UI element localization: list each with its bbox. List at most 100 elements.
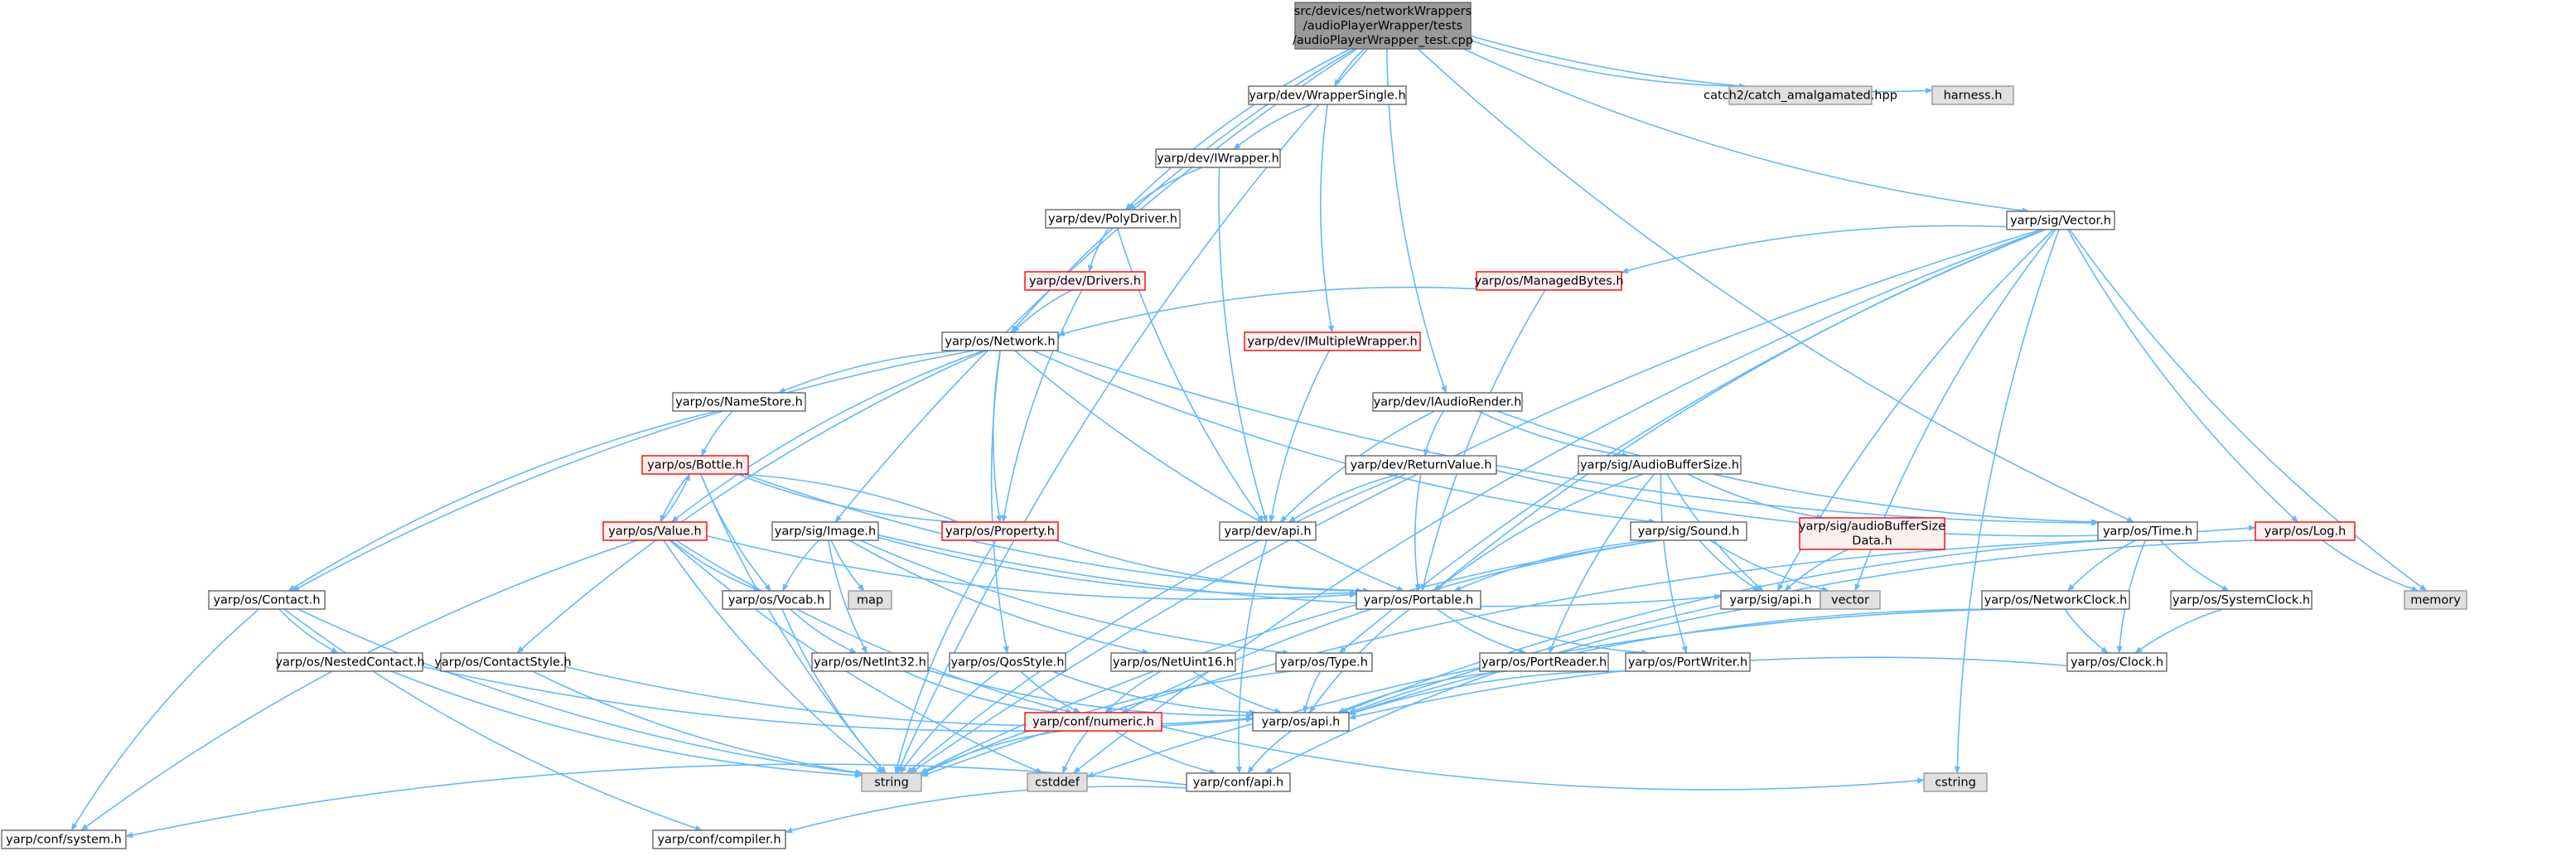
node-string[interactable]: string xyxy=(861,772,922,792)
node-Bottle[interactable]: yarp/os/Bottle.h xyxy=(641,455,749,475)
edge-root-to-SigVector xyxy=(1463,48,2030,214)
node-Time[interactable]: yarp/os/Time.h xyxy=(2097,521,2198,541)
node-IMultipleWrapper[interactable]: yarp/dev/IMultipleWrapper.h xyxy=(1244,331,1421,351)
node-Sound[interactable]: yarp/sig/Sound.h xyxy=(1630,521,1747,541)
node-ConfCompiler[interactable]: yarp/conf/compiler.h xyxy=(652,829,786,849)
node-NameStore[interactable]: yarp/os/NameStore.h xyxy=(672,392,806,412)
node-NetworkClock[interactable]: yarp/os/NetworkClock.h xyxy=(1981,590,2130,610)
node-IAudioRender[interactable]: yarp/dev/IAudioRender.h xyxy=(1372,392,1523,412)
node-ReturnValue[interactable]: yarp/dev/ReturnValue.h xyxy=(1345,455,1497,475)
edge-PolyDriver-to-Drivers xyxy=(1088,227,1109,273)
edge-NameStore-to-Contact xyxy=(288,410,718,592)
edge-QosStyle-to-ConfNumeric xyxy=(1020,670,1081,713)
node-box xyxy=(1625,652,1751,672)
node-harness[interactable]: harness.h xyxy=(1931,85,2014,105)
node-cstring[interactable]: cstring xyxy=(1923,772,1988,792)
edge-QosStyle-to-string xyxy=(899,670,999,774)
node-label: yarp/conf/numeric.h xyxy=(1032,715,1154,728)
edge-root-to-harness xyxy=(1470,35,1933,94)
edge-SigApi-to-ConfApi xyxy=(1264,608,1745,774)
node-Portable[interactable]: yarp/os/Portable.h xyxy=(1356,590,1481,610)
node-label: yarp/dev/Drivers.h xyxy=(1029,274,1141,288)
node-NetInt32[interactable]: yarp/os/NetInt32.h xyxy=(811,652,929,672)
node-QosStyle[interactable]: yarp/os/QosStyle.h xyxy=(949,652,1066,672)
node-cstddef[interactable]: cstddef xyxy=(1027,772,1088,792)
edge-SigVector-to-Log xyxy=(2067,229,2298,523)
edge-Value-to-Vocab xyxy=(670,539,761,592)
node-SigImage[interactable]: yarp/sig/Image.h xyxy=(771,521,879,541)
node-box xyxy=(861,772,922,792)
node-box xyxy=(722,590,831,610)
edge-Contact-to-ConfCompiler xyxy=(283,608,703,831)
node-PortWriter[interactable]: yarp/os/PortWriter.h xyxy=(1625,652,1751,672)
node-Property[interactable]: yarp/os/Property.h xyxy=(941,521,1059,541)
node-DevApi[interactable]: yarp/dev/api.h xyxy=(1219,521,1317,541)
node-ConfNumeric[interactable]: yarp/conf/numeric.h xyxy=(1024,712,1162,732)
edge-NetUint16-to-OsApi xyxy=(1192,670,1283,714)
node-Value[interactable]: yarp/os/Value.h xyxy=(602,521,708,541)
edge-NetworkClock-to-cstddef xyxy=(1086,608,2006,778)
edge-Sound-to-string xyxy=(920,539,1660,774)
edge-Time-to-OsApi xyxy=(1341,539,2108,713)
node-memory[interactable]: memory xyxy=(2404,590,2467,610)
node-AudioBufferSize[interactable]: yarp/sig/AudioBufferSize.h xyxy=(1578,455,1742,475)
node-box xyxy=(2006,210,2115,230)
node-map[interactable]: map xyxy=(848,590,892,610)
node-ConfSystem[interactable]: yarp/conf/system.h xyxy=(1,829,127,849)
node-ManagedBytes[interactable]: yarp/os/ManagedBytes.h xyxy=(1474,271,1624,291)
node-Vocab[interactable]: yarp/os/Vocab.h xyxy=(722,590,831,610)
node-NestedContact[interactable]: yarp/os/NestedContact.h xyxy=(275,652,425,672)
node-IWrapper[interactable]: yarp/dev/IWrapper.h xyxy=(1155,148,1281,168)
edge-AudioBufferSize-to-PortWriter xyxy=(1660,473,1688,654)
node-root[interactable]: src/devices/networkWrappers/audioPlayerW… xyxy=(1293,2,1473,50)
node-Clock[interactable]: yarp/os/Clock.h xyxy=(2066,652,2168,672)
node-OsType[interactable]: yarp/os/Type.h xyxy=(1275,652,1373,672)
edge-ReturnValue-to-DevApi xyxy=(1288,473,1400,523)
node-label: yarp/os/Value.h xyxy=(608,525,701,538)
node-vector[interactable]: vector xyxy=(1820,590,1881,610)
edge-NetUint16-to-ConfNumeric xyxy=(1104,670,1162,713)
node-label: yarp/os/Property.h xyxy=(945,525,1055,538)
node-label: yarp/sig/AudioBufferSize.h xyxy=(1580,458,1739,472)
node-label: string xyxy=(874,776,909,789)
edge-WrapperSingle-to-IMultipleWrapper xyxy=(1320,104,1334,333)
edge-Network-to-QosStyle xyxy=(990,350,1009,654)
edge-AudioBufferSize-to-AudioBufferSizeData xyxy=(1687,473,1824,520)
edge-SigImage-to-OsType xyxy=(859,539,1290,655)
node-NetUint16[interactable]: yarp/os/NetUint16.h xyxy=(1110,652,1236,672)
node-SigApi[interactable]: yarp/sig/api.h xyxy=(1720,590,1821,610)
node-label: yarp/os/Log.h xyxy=(2264,525,2346,538)
node-box xyxy=(277,652,423,672)
node-label: yarp/sig/Image.h xyxy=(775,525,876,538)
node-SigVector[interactable]: yarp/sig/Vector.h xyxy=(2006,210,2115,230)
node-ContactStyle[interactable]: yarp/os/ContactStyle.h xyxy=(434,652,572,672)
node-PortReader[interactable]: yarp/os/PortReader.h xyxy=(1479,652,1609,672)
edge-Log-to-OsApi xyxy=(1348,539,2258,713)
node-label: yarp/dev/api.h xyxy=(1224,525,1311,538)
edge-IWrapper-to-PolyDriver xyxy=(1128,167,1203,210)
node-label: /audioPlayerWrapper_test.cpp xyxy=(1293,34,1473,47)
edge-root-to-SigImage xyxy=(834,48,1358,523)
node-label: Data.h xyxy=(1852,534,1892,548)
edge-SigVector-to-cstddef xyxy=(1072,229,2045,774)
node-SystemClock[interactable]: yarp/os/SystemClock.h xyxy=(2170,590,2313,610)
node-box xyxy=(2170,590,2313,610)
node-Network[interactable]: yarp/os/Network.h xyxy=(941,331,1059,351)
node-box xyxy=(771,521,879,541)
node-OsApi[interactable]: yarp/os/api.h xyxy=(1252,712,1350,732)
node-Log[interactable]: yarp/os/Log.h xyxy=(2255,521,2356,541)
node-ConfApi[interactable]: yarp/conf/api.h xyxy=(1186,772,1291,792)
node-label: cstddef xyxy=(1035,776,1080,789)
node-box xyxy=(1252,712,1350,732)
node-Drivers[interactable]: yarp/dev/Drivers.h xyxy=(1024,271,1146,291)
edge-Portable-to-PortReader xyxy=(1436,608,1527,655)
node-WrapperSingle[interactable]: yarp/dev/WrapperSingle.h xyxy=(1248,85,1407,105)
node-catch2[interactable]: catch2/catch_amalgamated.hpp xyxy=(1704,85,1897,105)
node-label: memory xyxy=(2410,593,2461,607)
edge-OsApi-to-ConfApi xyxy=(1247,730,1293,774)
node-PolyDriver[interactable]: yarp/dev/PolyDriver.h xyxy=(1045,209,1181,229)
edge-ConfNumeric-to-ConfApi xyxy=(1114,730,1217,775)
node-Contact[interactable]: yarp/os/Contact.h xyxy=(208,590,326,610)
